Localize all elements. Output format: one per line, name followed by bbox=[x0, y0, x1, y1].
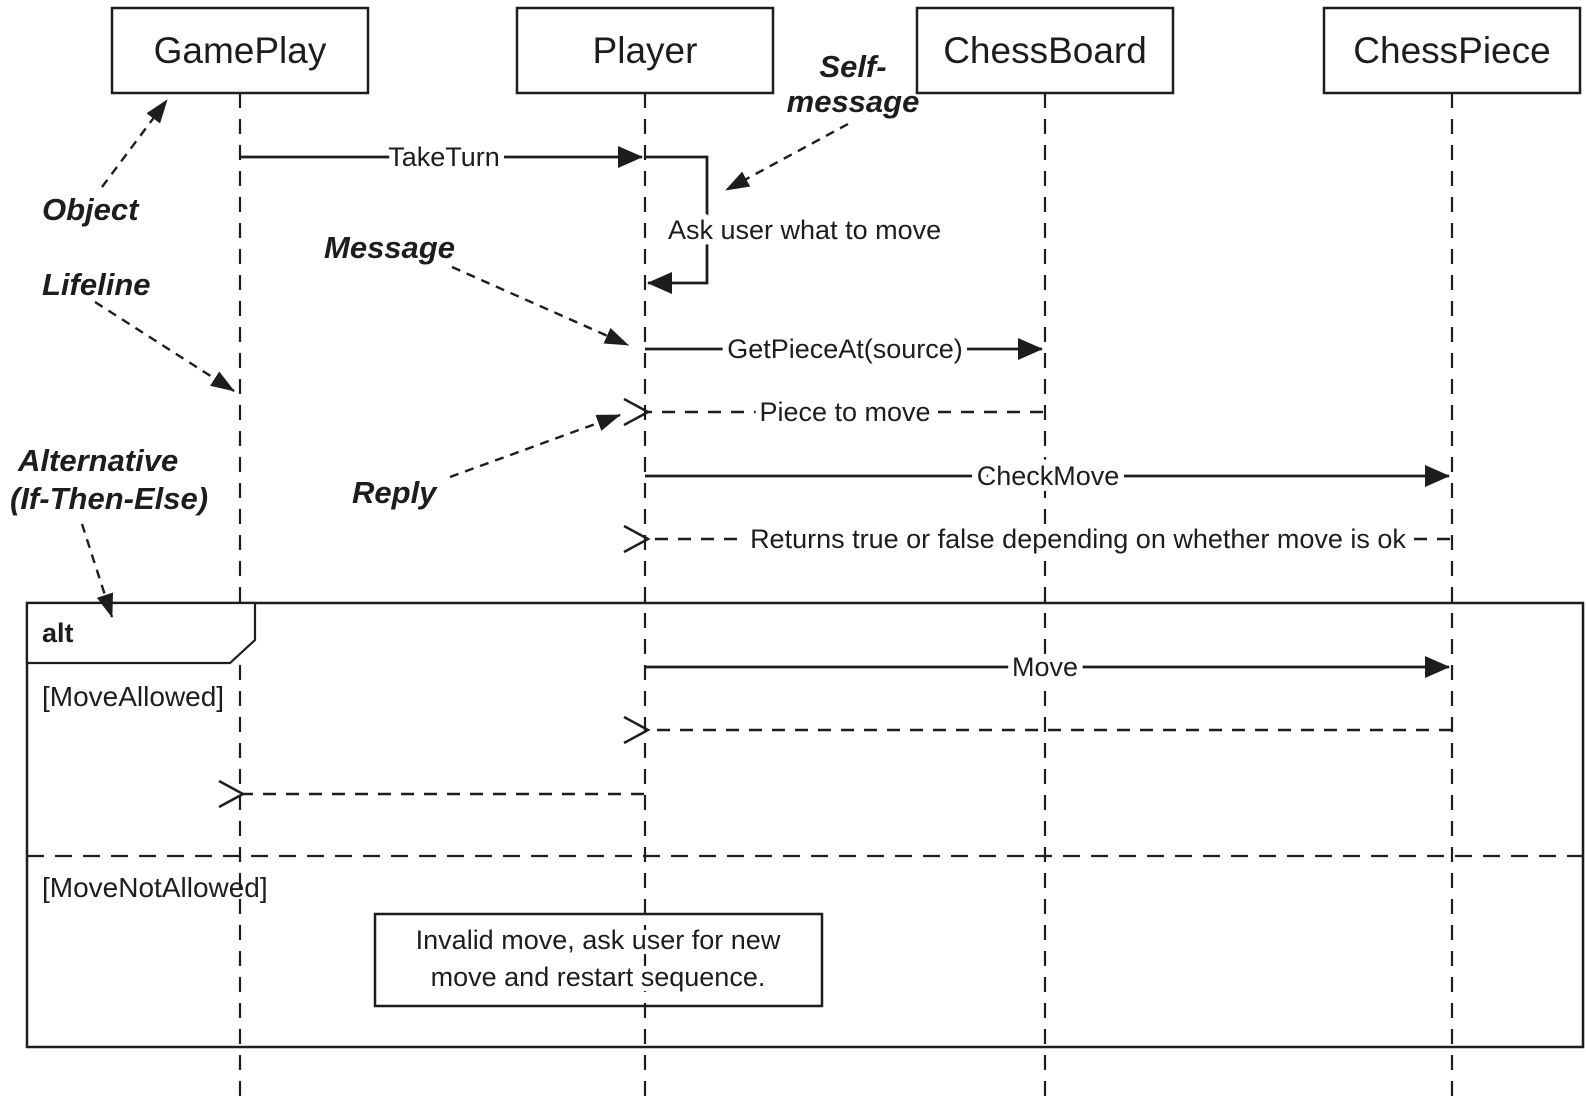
annotation-self-message-line2: message bbox=[787, 84, 920, 119]
object-label-chessboard: ChessBoard bbox=[943, 30, 1147, 71]
reply-piece-to-move: Piece to move bbox=[623, 391, 1043, 433]
take-turn-label: TakeTurn bbox=[388, 142, 500, 172]
annotation-reply: Reply bbox=[352, 413, 621, 510]
annotation-object: Object bbox=[42, 99, 168, 227]
message-self: Ask user what to move bbox=[646, 155, 947, 294]
object-gameplay: GamePlay bbox=[110, 6, 370, 95]
message-move: Move bbox=[645, 646, 1450, 688]
object-box-chesspiece bbox=[1322, 6, 1582, 95]
object-box-gameplay bbox=[110, 6, 370, 95]
annotation-message: Message bbox=[324, 230, 629, 347]
annotation-lifeline: Lifeline bbox=[42, 267, 235, 393]
message-get-piece-at: GetPieceAt(source) bbox=[645, 328, 1043, 370]
annotation-object-label: Object bbox=[42, 192, 140, 227]
annotation-lifeline-label: Lifeline bbox=[42, 267, 151, 302]
self-message-arrow bbox=[646, 155, 709, 294]
annotation-alternative-arrow bbox=[80, 523, 114, 618]
reply-check-move: Returns true or false depending on wheth… bbox=[623, 518, 1450, 560]
annotation-self-message-arrow bbox=[725, 122, 849, 192]
annotation-self-message-line1: Self- bbox=[819, 49, 886, 84]
alt-frame-border bbox=[25, 601, 1585, 1049]
object-box-chessboard bbox=[915, 6, 1175, 95]
annotation-object-arrow bbox=[101, 99, 168, 188]
note-invalid-move: Invalid move, ask user for new move and … bbox=[373, 912, 824, 1008]
note-line-1: Invalid move, ask user for new bbox=[416, 925, 781, 955]
object-chesspiece: ChessPiece bbox=[1322, 6, 1582, 95]
object-label-player: Player bbox=[593, 30, 698, 71]
annotation-alternative: Alternative (If-Then-Else) bbox=[10, 443, 208, 618]
guard-move-allowed: [MoveAllowed] bbox=[42, 681, 224, 712]
object-label-gameplay: GamePlay bbox=[154, 30, 327, 71]
annotation-alternative-line1: Alternative bbox=[17, 443, 178, 478]
move-label: Move bbox=[1012, 652, 1078, 682]
annotation-message-label: Message bbox=[324, 230, 455, 265]
annotation-self-message: Self- message bbox=[725, 49, 920, 192]
annotation-reply-arrow bbox=[449, 413, 621, 479]
object-box-player bbox=[515, 6, 775, 95]
object-chessboard: ChessBoard bbox=[915, 6, 1175, 95]
get-piece-at-label: GetPieceAt(source) bbox=[727, 334, 963, 364]
alt-frame: alt [MoveAllowed] [MoveNotAllowed] bbox=[25, 601, 1585, 1049]
object-player: Player bbox=[515, 6, 775, 95]
guard-move-not-allowed: [MoveNotAllowed] bbox=[42, 872, 268, 903]
object-label-chesspiece: ChessPiece bbox=[1353, 30, 1550, 71]
note-box bbox=[373, 912, 824, 1008]
note-line-2: move and restart sequence. bbox=[431, 962, 766, 992]
alt-operator-pentagon bbox=[25, 601, 257, 665]
annotation-message-arrow bbox=[451, 265, 629, 347]
check-move-label: CheckMove bbox=[977, 461, 1120, 491]
annotation-lifeline-arrow bbox=[94, 300, 235, 393]
piece-to-move-label: Piece to move bbox=[759, 397, 930, 427]
annotation-alternative-line2: (If-Then-Else) bbox=[10, 481, 208, 516]
self-message-label: Ask user what to move bbox=[668, 215, 941, 245]
message-take-turn: TakeTurn bbox=[240, 136, 643, 178]
alt-operator-label: alt bbox=[42, 618, 74, 648]
annotation-reply-label: Reply bbox=[352, 475, 438, 510]
message-check-move: CheckMove bbox=[645, 455, 1450, 497]
check-move-reply-label: Returns true or false depending on wheth… bbox=[750, 524, 1406, 554]
